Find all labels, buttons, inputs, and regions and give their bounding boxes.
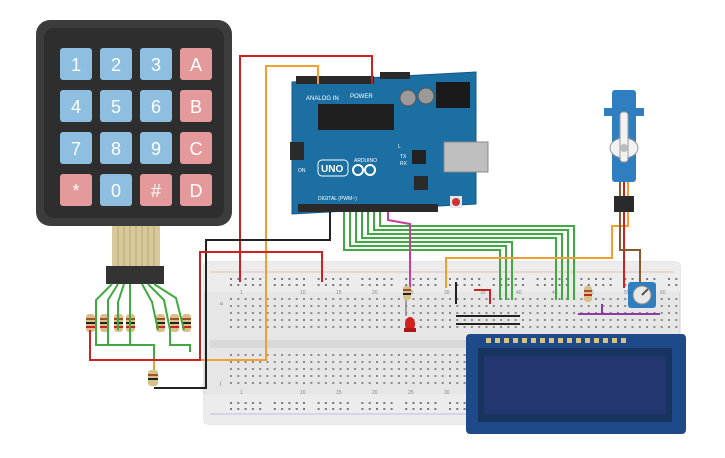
keypad-key-4[interactable]: 4	[60, 90, 92, 122]
red-led[interactable]	[404, 300, 416, 332]
column-number: 30	[444, 390, 450, 396]
atmega-chip	[318, 104, 394, 130]
keypad-resistor[interactable]	[86, 314, 95, 332]
keypad-resistor[interactable]	[170, 314, 179, 332]
column-number: 10	[300, 390, 306, 396]
breadboard-jumper-wires[interactable]	[455, 282, 660, 325]
column-number: 25	[408, 390, 414, 396]
keypad-key-6[interactable]: 6	[140, 90, 172, 122]
lcd-resistor[interactable]	[584, 286, 592, 302]
keypad-key-A[interactable]: A	[180, 48, 212, 80]
tx-label: TX	[400, 154, 407, 160]
wire-orange-servo[interactable]	[445, 212, 629, 288]
arduino-brand: ARDUINO	[354, 158, 377, 164]
keypad-key-label: D	[190, 181, 203, 201]
keypad-key-label: 0	[111, 181, 121, 201]
column-number: 45	[552, 290, 558, 296]
column-number: 60	[660, 290, 666, 296]
wire-orange-analog[interactable]	[153, 65, 319, 380]
arduino-uno-board[interactable]: ANALOG IN POWER DIGITAL (PWM~) TX RX ON …	[290, 71, 489, 215]
keypad-key-label: A	[190, 55, 202, 75]
wire-red-5v[interactable]	[239, 55, 373, 282]
lcd-16x2[interactable]	[466, 334, 686, 434]
column-number: 10	[300, 290, 306, 296]
column-number: 30	[444, 290, 450, 296]
keypad-key-label: 6	[151, 97, 161, 117]
column-number: 40	[516, 290, 522, 296]
usb-port	[443, 141, 489, 173]
keypad-key-B[interactable]: B	[180, 90, 212, 122]
column-number: 20	[372, 290, 378, 296]
keypad-key-D[interactable]: D	[180, 174, 212, 206]
analog-label: ANALOG IN	[306, 96, 339, 102]
keypad-key-3[interactable]: 3	[140, 48, 172, 80]
wire-green-digital[interactable]	[343, 212, 575, 300]
potentiometer[interactable]	[628, 282, 656, 308]
row-letter-a: a	[220, 301, 223, 307]
keypad-key-C[interactable]: C	[180, 132, 212, 164]
arduino-infinity-icon	[352, 164, 376, 176]
wire-red-keypad[interactable]	[89, 251, 323, 361]
keypad-key-label: 8	[111, 139, 121, 159]
column-number: 55	[624, 290, 630, 296]
keypad-key-label: 2	[111, 55, 121, 75]
keypad-key-label: 4	[71, 97, 81, 117]
column-number: 20	[372, 390, 378, 396]
servo-wires[interactable]	[619, 182, 629, 196]
keypad-key-label: 1	[71, 55, 81, 75]
column-number: 1	[240, 290, 243, 296]
uno-logo: UNO	[321, 164, 343, 175]
keypad-resistors[interactable]	[86, 314, 191, 332]
column-number: 15	[336, 290, 342, 296]
keypad-4x4[interactable]: 1 2 3 A 4 5 6 B 7 8 9 C * 0 # D	[36, 20, 232, 284]
wire-black-gnd[interactable]	[154, 212, 331, 389]
keypad-key-9[interactable]: 9	[140, 132, 172, 164]
keypad-key-label: 5	[111, 97, 121, 117]
wire-magenta-led[interactable]	[387, 212, 411, 290]
l-label: L	[398, 144, 401, 150]
servo-motor[interactable]	[604, 90, 644, 212]
led-resistor[interactable]	[403, 286, 411, 300]
keypad-resistor[interactable]	[100, 314, 109, 332]
keypad-key-label: 3	[151, 55, 161, 75]
keypad-key-label: *	[72, 181, 79, 201]
keypad-key-2[interactable]: 2	[100, 48, 132, 80]
power-label: POWER	[350, 94, 373, 100]
lcd-pin-header	[486, 338, 626, 343]
column-number: 35	[480, 290, 486, 296]
column-number: 15	[336, 390, 342, 396]
row-letter-j: j	[219, 381, 221, 387]
keypad-bottom-resistor[interactable]	[148, 370, 158, 386]
digital-label: DIGITAL (PWM~)	[318, 196, 357, 202]
rx-label: RX	[400, 161, 408, 167]
reset-button[interactable]	[452, 198, 460, 206]
keypad-key-#[interactable]: #	[140, 174, 172, 206]
keypad-key-8[interactable]: 8	[100, 132, 132, 164]
column-number: 1	[240, 390, 243, 396]
keypad-key-0[interactable]: 0	[100, 174, 132, 206]
keypad-key-7[interactable]: 7	[60, 132, 92, 164]
breadboard-row-letters: a j	[219, 301, 223, 387]
keypad-key-label: 7	[71, 139, 81, 159]
keypad-key-5[interactable]: 5	[100, 90, 132, 122]
power-jack	[436, 82, 470, 108]
keypad-ribbon	[106, 226, 164, 284]
keypad-key-label: C	[190, 139, 203, 159]
keypad-key-label: 9	[151, 139, 161, 159]
keypad-key-*[interactable]: *	[60, 174, 92, 206]
keypad-key-label: #	[151, 181, 161, 201]
keypad-key-1[interactable]: 1	[60, 48, 92, 80]
on-label: ON	[298, 168, 306, 174]
keypad-key-label: B	[190, 97, 202, 117]
